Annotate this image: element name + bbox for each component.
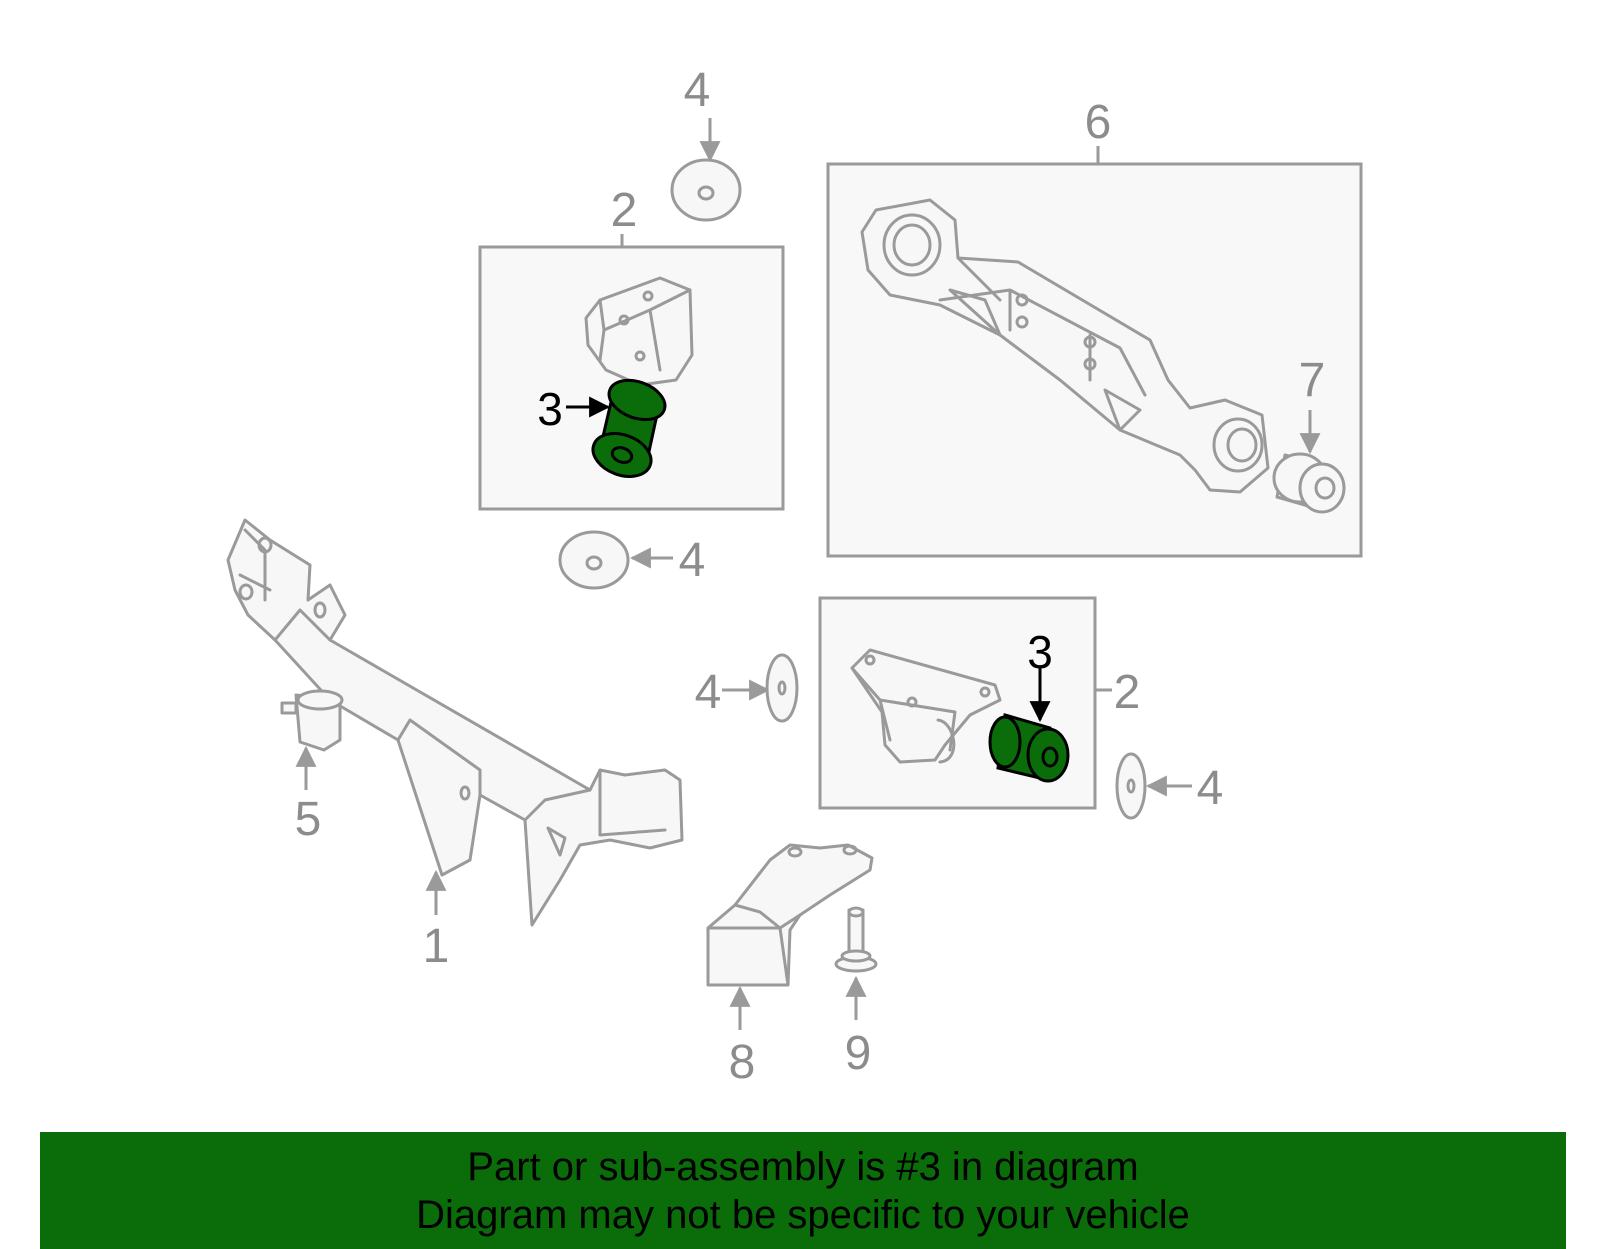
control-arm-assembly[interactable]: 6 7: [826, 96, 1363, 558]
callout-4-mid: 4: [679, 534, 706, 587]
frame-crossmember[interactable]: 1: [226, 518, 684, 973]
callout-4-right: 4: [1197, 762, 1224, 815]
callout-3-lower: 3: [1027, 626, 1053, 678]
info-banner: Part or sub-assembly is #3 in diagram Di…: [40, 1132, 1566, 1249]
washer-top[interactable]: 4: [670, 64, 742, 222]
bolt[interactable]: 9: [834, 906, 878, 1080]
callout-4-top: 4: [684, 64, 711, 117]
washer-mid[interactable]: 4: [558, 530, 706, 590]
callout-6: 6: [1085, 96, 1112, 149]
callout-9: 9: [845, 1027, 872, 1080]
arm-bushing[interactable]: 7: [1272, 354, 1346, 514]
callout-8: 8: [729, 1036, 756, 1089]
banner-line-part: Part or sub-assembly is #3 in diagram: [467, 1144, 1139, 1189]
callout-7: 7: [1299, 354, 1326, 407]
bump-stop[interactable]: 5: [280, 689, 344, 846]
banner-line-disclaimer: Diagram may not be specific to your vehi…: [416, 1192, 1190, 1237]
callout-2-upper: 2: [611, 184, 638, 237]
bushing-lower-highlighted[interactable]: [988, 713, 1070, 783]
bushing-upper-highlighted[interactable]: [587, 373, 670, 484]
washer-left[interactable]: 4: [695, 653, 799, 723]
mount-assembly-lower[interactable]: 2 3: [818, 596, 1141, 810]
callout-4-left: 4: [695, 666, 722, 719]
callout-5: 5: [295, 793, 322, 846]
washer-right[interactable]: 4: [1115, 752, 1224, 820]
support-bracket[interactable]: 8: [706, 843, 874, 1089]
callout-2-lower: 2: [1114, 666, 1141, 719]
mount-assembly-upper[interactable]: 2 3: [478, 184, 785, 511]
callout-3-upper: 3: [537, 383, 563, 435]
callout-1: 1: [423, 920, 450, 973]
